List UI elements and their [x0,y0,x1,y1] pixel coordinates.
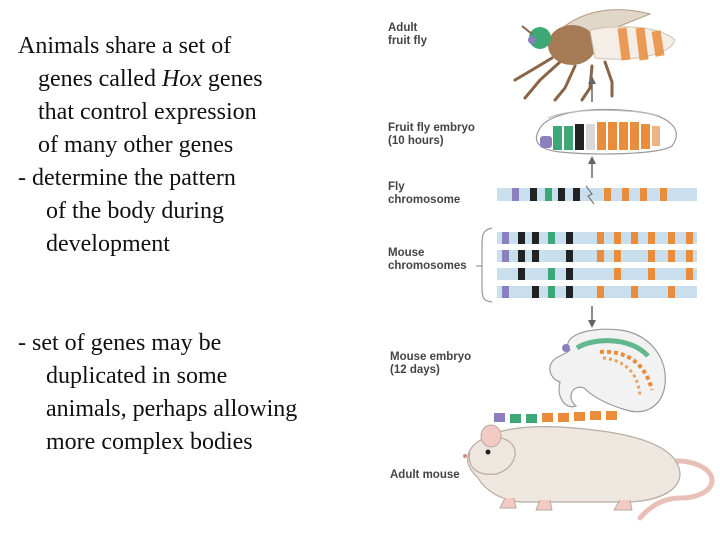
hox-term: Hox [161,66,202,92]
text-line: that control expression [38,99,257,125]
mouse-chromosomes-group [476,227,697,303]
adult-mouse-illustration [463,411,715,521]
mouse-chromosomes-label: Mouse chromosomes [388,247,467,272]
fly-embryo-label: Fruit fly embryo (10 hours) [388,122,478,147]
text-line: Animals share a set of [18,33,232,59]
hox-expression-blocks [494,411,617,423]
text-line: of many other genes [38,132,234,158]
mouse-chromosome-bar [497,268,697,280]
text-line: - determine the pattern [18,165,236,191]
text-line: - set of genes may be [18,330,222,356]
text-line: development [46,231,170,257]
fly-chromosome-label: Fly chromosome [388,181,460,206]
text-line: animals, perhaps allowing [46,396,298,422]
text-line: of the body during [46,198,224,224]
text-line: duplicated in some [46,363,228,389]
arrow-up-icon [588,76,596,102]
text-line: genes called Hox genes [38,66,263,92]
fly-chromosome-bar [497,185,697,205]
mouse-embryo-label: Mouse embryo (12 days) [390,351,474,376]
text-line: more complex bodies [46,429,253,455]
arrow-up-icon [588,156,596,178]
caption-text: Animals share a set of genes called Hox … [18,30,368,459]
adult-mouse-label: Adult mouse [390,469,460,481]
adult-fly-label: Adult fruit fly [388,22,428,47]
arrow-down-icon [588,306,596,328]
mouse-embryo-illustration [549,328,666,413]
adult-fly-illustration [513,9,676,102]
fly-embryo-illustration [535,108,677,155]
